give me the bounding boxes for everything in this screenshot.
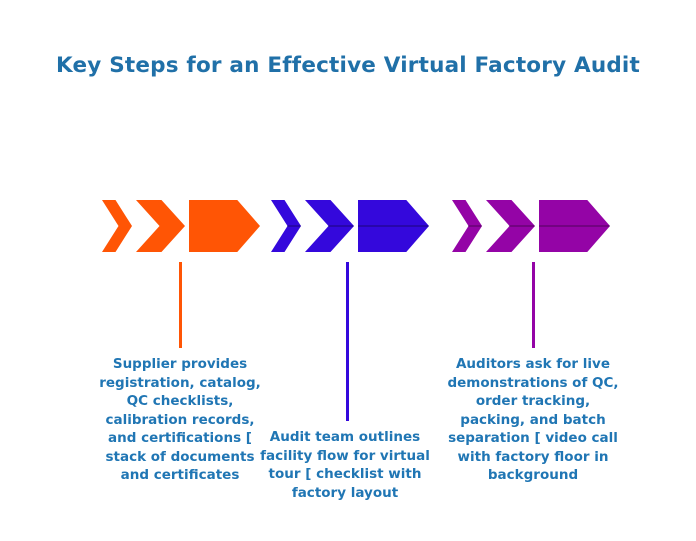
connector-line — [179, 262, 182, 348]
step-description: Audit team outlines facility flow for vi… — [260, 429, 430, 501]
chevron-arrow-group-orange — [102, 200, 260, 252]
chevron-icon — [305, 200, 354, 252]
chevron-icon — [271, 200, 301, 252]
chevron-arrow-group-purple — [452, 200, 610, 252]
chevron-icon — [102, 200, 132, 252]
page-title: Key Steps for an Effective Virtual Facto… — [56, 53, 640, 78]
chevron-icon — [136, 200, 185, 252]
step-description: Auditors ask for live demonstrations of … — [447, 356, 619, 483]
chevron-arrow-group-blue — [271, 200, 429, 252]
step-description: Supplier provides registration, catalog,… — [99, 356, 261, 483]
connector-line — [532, 262, 535, 348]
arrow-right-icon — [358, 200, 429, 252]
connector-line — [346, 262, 349, 421]
arrow-right-icon — [189, 200, 260, 252]
chevron-icon — [452, 200, 482, 252]
arrow-right-icon — [539, 200, 610, 252]
chevron-icon — [486, 200, 535, 252]
